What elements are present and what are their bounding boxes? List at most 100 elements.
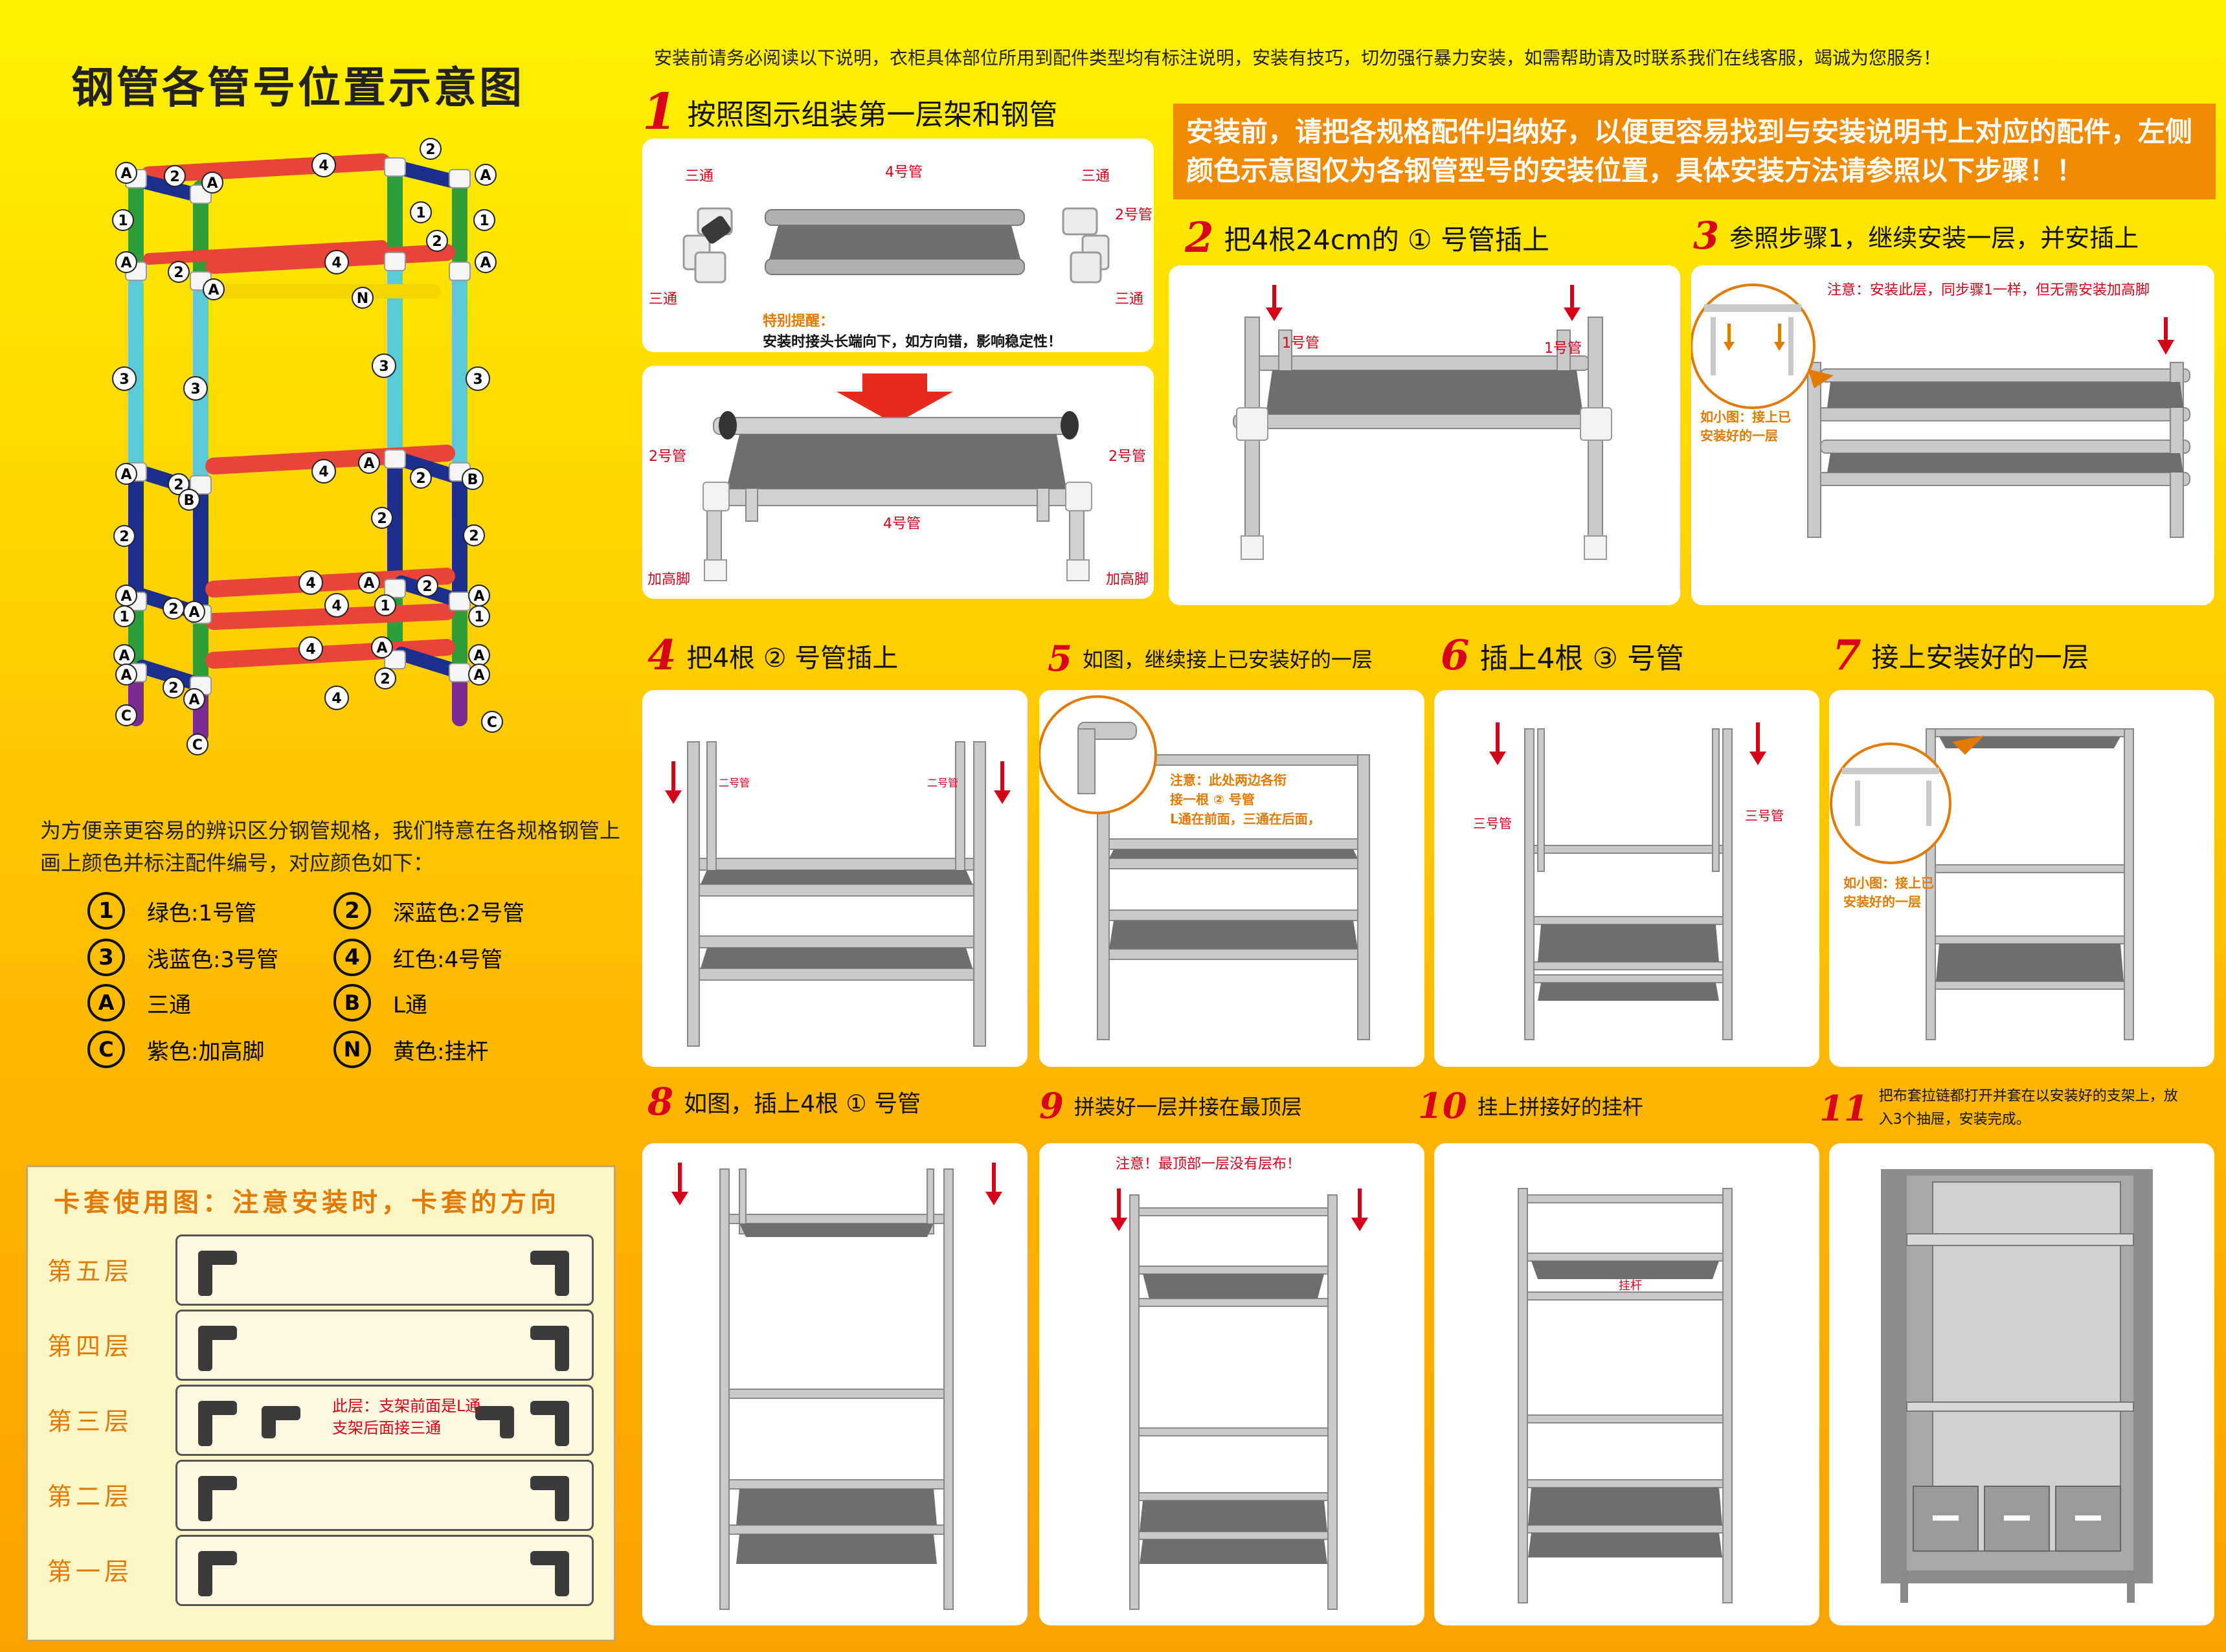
step-number: 1: [642, 83, 677, 141]
step-text: 挂上拼接好的挂杆: [1477, 1095, 1643, 1119]
step-9-note: 注意！最顶部一层没有层布！: [1116, 1156, 1301, 1172]
step-text: 插上4根 ③ 号管: [1479, 642, 1684, 675]
legend-item: 4 红色:4号管: [333, 939, 502, 976]
label-santong: 三通: [685, 168, 714, 184]
label-1-pipe: 1号管: [1282, 335, 1320, 352]
step-number: 11: [1819, 1088, 1869, 1129]
step-number: 3: [1693, 214, 1720, 258]
svg-text:A: A: [120, 467, 131, 483]
step-10-panel: 挂杆: [1434, 1143, 1819, 1625]
step-number: 6: [1441, 631, 1470, 680]
step-number: 7: [1832, 631, 1861, 680]
step-8-illustration: [671, 1163, 1002, 1610]
svg-text:4: 4: [306, 642, 315, 658]
svg-text:B: B: [467, 472, 478, 488]
legend-label: 深蓝色:2号管: [393, 900, 525, 926]
svg-text:2: 2: [432, 234, 442, 250]
layer-clip-diagram: [175, 1535, 594, 1606]
layer-row: 第二层: [28, 1457, 614, 1531]
svg-text:2: 2: [119, 529, 129, 545]
label-2-pipe: 2号管: [1115, 207, 1152, 223]
svg-text:2: 2: [170, 169, 179, 185]
svg-text:4: 4: [332, 255, 341, 271]
step-text: 拼装好一层并接在最顶层: [1074, 1095, 1302, 1119]
legend-symbol: 3: [87, 939, 125, 976]
label-santong: 三通: [649, 291, 678, 307]
legend-symbol: 4: [333, 939, 371, 976]
svg-text:4: 4: [319, 464, 328, 480]
step-text: 把4根 ② 号管插上: [686, 643, 899, 673]
layer-row: 第三层此层：支架前面是L通 支架后面接三通: [28, 1382, 614, 1456]
step-4-header: 4 把4根 ② 号管插上: [647, 631, 898, 680]
layer-label: 第一层: [47, 1557, 133, 1586]
step-5-header: 5 如图，继续接上已安装好的一层: [1048, 638, 1373, 679]
legend-symbol: C: [87, 1031, 125, 1068]
step-text: 把布套拉链都打开并套在以安装好的支架上，放入3个抽屉，安装完成。: [1878, 1088, 2178, 1128]
legend-item: A 三通: [87, 984, 191, 1021]
label-2-pipe: 二号管: [719, 777, 750, 789]
svg-text:4: 4: [332, 598, 341, 614]
legend-item: B L通: [333, 984, 427, 1021]
label-1-pipe: 1号管: [1544, 340, 1582, 357]
step-3-small-note: 如小图：接上已 安装好的一层: [1700, 409, 1791, 443]
svg-text:2: 2: [380, 671, 390, 687]
svg-text:4: 4: [306, 575, 315, 592]
legend-label: 红色:4号管: [393, 946, 503, 973]
svg-text:2: 2: [425, 142, 435, 158]
layer-label: 第五层: [47, 1257, 133, 1286]
label-2-pipe: 2号管: [649, 449, 686, 465]
svg-text:3: 3: [119, 372, 129, 388]
orange-banner: 安装前，请把各规格配件归纳好，以便更容易找到与安装说明书上对应的配件，左侧颜色示…: [1173, 104, 2216, 199]
label-santong: 三通: [1115, 291, 1144, 307]
svg-text:A: A: [376, 640, 387, 656]
svg-text:N: N: [357, 291, 368, 307]
step-1-header: 1 按照图示组装第一层架和钢管: [642, 83, 1057, 141]
step-11-panel: [1829, 1143, 2214, 1625]
svg-text:1: 1: [479, 213, 489, 229]
step-5-note: 注意：此处两边各衔 接一根 ② 号管 L通在前面，三通在后面，: [1170, 772, 1321, 827]
svg-text:A: A: [473, 648, 484, 664]
step-6-header: 6 插上4根 ③ 号管: [1441, 631, 1684, 680]
layer-row: 第一层: [28, 1532, 614, 1606]
svg-text:2: 2: [174, 265, 183, 281]
svg-text:A: A: [118, 648, 129, 664]
step-number: 5: [1048, 638, 1072, 679]
step-3-illustration: [1691, 284, 2190, 538]
svg-text:2: 2: [168, 601, 178, 618]
svg-text:1: 1: [416, 205, 425, 221]
layer-clip-diagram: [175, 1310, 594, 1381]
label-2-pipe: 二号管: [927, 777, 959, 789]
step-number: 4: [647, 631, 677, 680]
svg-text:1: 1: [118, 213, 128, 229]
step-1-assembled-frame: [703, 374, 1092, 581]
step-3-panel: 注意：安装此层，同步骤1一样，但无需安装加高脚 如小图：接上已 安装好的一层: [1691, 265, 2214, 605]
svg-text:A: A: [120, 166, 131, 182]
step-5-illustration: [1039, 695, 1370, 1040]
step-1-bottom-panel: 2号管 2号管 4号管 加高脚 加高脚: [642, 366, 1154, 599]
layer-3-note: 此层：支架前面是L通 支架后面接三通: [332, 1397, 481, 1437]
svg-text:A: A: [207, 175, 218, 192]
step-9-panel: 注意！最顶部一层没有层布！: [1039, 1143, 1424, 1625]
svg-text:4: 4: [332, 691, 341, 707]
tip-body: 安装时接头长端向下，如方向错，影响稳定性！: [763, 334, 1062, 350]
banner-text: 安装前，请把各规格配件归纳好，以便更容易找到与安装说明书上对应的配件，左侧颜色示…: [1186, 116, 2193, 186]
label-3-pipe: 三号管: [1745, 808, 1784, 823]
step-text: 如图，继续接上已安装好的一层: [1082, 647, 1373, 672]
step-5-panel: 注意：此处两边各衔 接一根 ② 号管 L通在前面，三通在后面，: [1039, 690, 1424, 1067]
step-2-panel: 1号管 1号管: [1169, 265, 1680, 605]
step-1-top-panel: 三通 三通 4号管 2号管 三通 三通 特别提醒： 安装时接头长端向下，如方向错…: [642, 139, 1154, 352]
step-7-panel: 如小图：接上已 安装好的一层: [1829, 690, 2214, 1067]
step-4-panel: 二号管 二号管: [642, 690, 1028, 1067]
svg-text:A: A: [208, 282, 219, 298]
legend-item: 1 绿色:1号管: [87, 892, 256, 930]
label-2-pipe: 2号管: [1108, 449, 1146, 465]
legend-item: C 紫色:加高脚: [87, 1031, 264, 1068]
svg-text:C: C: [192, 737, 203, 753]
step-text: 按照图示组装第一层架和钢管: [687, 98, 1058, 131]
legend-symbol: N: [333, 1031, 371, 1068]
